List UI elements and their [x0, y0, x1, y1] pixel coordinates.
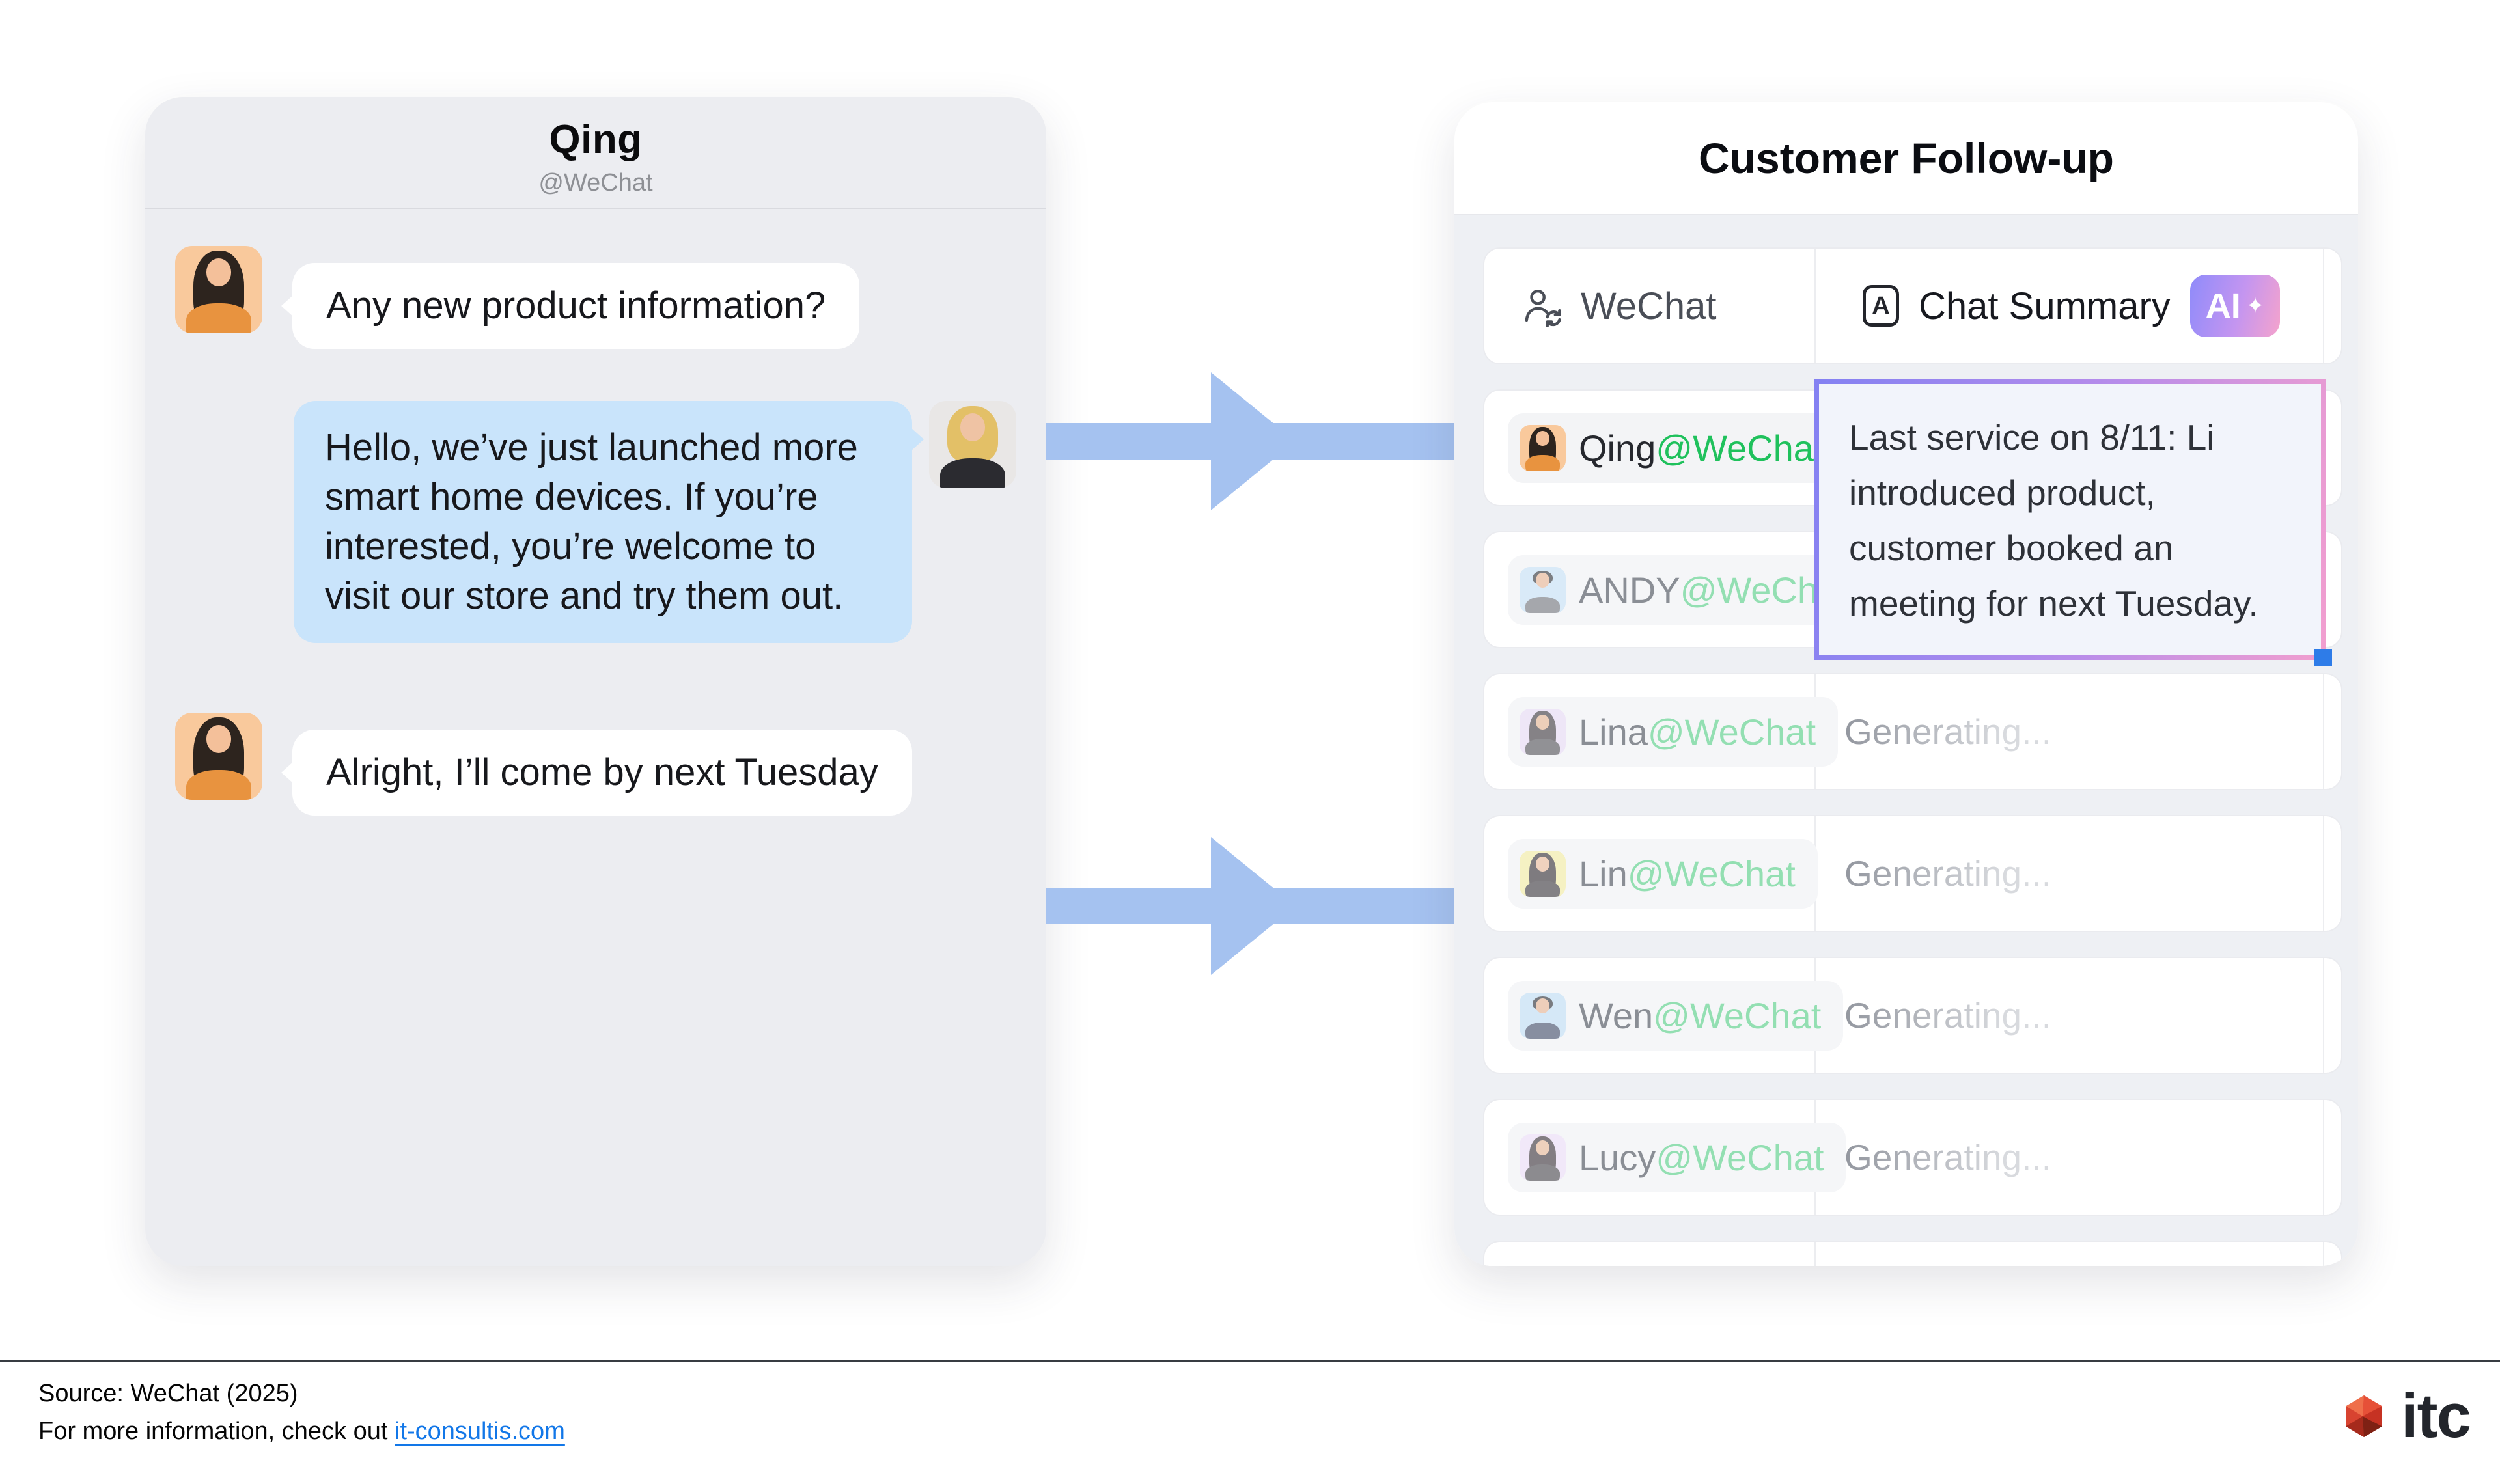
followup-title: Customer Follow-up — [1699, 134, 2114, 182]
column-header-label: Chat Summary — [1919, 284, 2171, 327]
contact-sync-icon — [1525, 289, 1561, 327]
column-header-chat-summary[interactable]: A Chat Summary AI ✦ — [1816, 249, 2324, 363]
generating-status: Generating... — [1816, 711, 2051, 752]
generating-status: Generating... — [1816, 995, 2051, 1036]
chat-message-incoming: Alright, I’ll come by next Tuesday — [175, 713, 1016, 816]
contact-name: Lina — [1579, 711, 1648, 752]
summary-text: Last service on 8/11: Li introduced prod… — [1849, 417, 2258, 624]
contact-handle: @WeChat — [1656, 427, 1824, 469]
contact-avatar — [1520, 566, 1566, 613]
table-row-lin[interactable]: Lin@WeChat Generating... — [1483, 815, 2342, 932]
summary-cell: Generating... — [1816, 958, 2324, 1073]
summary-cell: Generating... — [1816, 816, 2324, 931]
contact-handle: @WeChat — [1656, 1136, 1824, 1178]
contact-pill: ANDY@WeChat — [1508, 555, 1870, 625]
chat-header: Qing @WeChat — [145, 97, 1046, 209]
contact-pill: Lucy@WeChat — [1508, 1122, 1846, 1192]
flow-arrow-top — [1046, 372, 1454, 510]
contact-cell: Lucy@WeChat — [1484, 1100, 1846, 1215]
itc-logo: itc — [2342, 1381, 2471, 1451]
contact-cell: Lin@WeChat — [1484, 816, 1818, 931]
message-bubble: Hello, we’ve just launched more smart ho… — [294, 401, 924, 643]
contact-avatar — [1520, 1134, 1566, 1181]
contact-cell: Qing@WeChat — [1484, 391, 1846, 505]
column-header-label: WeChat — [1581, 284, 1717, 327]
contact-cell: ANDY@WeChat — [1484, 532, 1870, 647]
table-header-row: WeChat A Chat Summary AI ✦ — [1483, 247, 2342, 364]
table-row-lucy[interactable]: Lucy@WeChat Generating... — [1483, 1099, 2342, 1216]
contact-avatar — [1520, 708, 1566, 755]
itc-gem-icon — [2346, 1395, 2382, 1437]
followup-table: WeChat A Chat Summary AI ✦ — [1454, 215, 2358, 1266]
itc-logo-text: itc — [2401, 1381, 2471, 1451]
contact-cell: Wen@WeChat — [1484, 958, 1844, 1073]
it-consultis-link[interactable]: it-consultis.com — [395, 1418, 565, 1445]
footer-divider — [0, 1360, 2500, 1362]
summary-cell: Generating... — [1816, 674, 2324, 789]
contact-avatar — [1520, 992, 1566, 1039]
flow-arrow-bottom — [1046, 837, 1454, 975]
selected-summary-cell[interactable]: Last service on 8/11: Li introduced prod… — [1814, 379, 2332, 666]
table-row-wen[interactable]: Wen@WeChat Generating... — [1483, 957, 2342, 1074]
ai-badge-label: AI — [2205, 286, 2241, 325]
message-bubble: Any new product information? — [292, 263, 860, 349]
info-prefix: For more information, check out — [38, 1418, 395, 1445]
chat-message-incoming: Any new product information? — [175, 246, 1016, 349]
chat-message-list: Any new product information? Hello, we’v… — [145, 246, 1046, 816]
wechat-chat-panel: Qing @WeChat Any new product information… — [145, 97, 1046, 1266]
contact-name: Lucy — [1579, 1136, 1656, 1178]
contact-avatar — [1520, 850, 1566, 897]
contact-handle: @WeChat — [1627, 853, 1796, 894]
contact-avatar — [1520, 424, 1566, 471]
contact-pill: Qing@WeChat — [1508, 413, 1846, 483]
generating-status: Generating... — [1816, 1136, 2051, 1178]
contact-name: Qing — [1579, 427, 1656, 469]
letter-a-icon: A — [1863, 285, 1899, 327]
followup-panel: Customer Follow-up WeChat A — [1454, 102, 2358, 1266]
customer-avatar — [175, 713, 262, 800]
message-bubble: Alright, I’ll come by next Tuesday — [292, 730, 912, 816]
contact-pill: Lina@WeChat — [1508, 696, 1838, 767]
followup-header: Customer Follow-up — [1454, 102, 2358, 215]
contact-pill: Wen@WeChat — [1508, 980, 1844, 1051]
contact-name: Lin — [1579, 853, 1628, 894]
table-row-lina[interactable]: Lina@WeChat Generating... — [1483, 673, 2342, 790]
customer-avatar — [175, 246, 262, 333]
ai-badge: AI ✦ — [2189, 275, 2281, 337]
contact-pill: Lin@WeChat — [1508, 838, 1818, 909]
contact-name: Wen — [1579, 995, 1654, 1036]
chat-contact-name: Qing — [549, 117, 643, 162]
generating-status: Generating... — [1816, 853, 2051, 894]
contact-handle: @WeChat — [1653, 995, 1822, 1036]
sparkle-icon: ✦ — [2245, 294, 2265, 318]
clipped-column — [2324, 249, 2341, 363]
table-row-partial — [1483, 1241, 2342, 1266]
cell-fill-handle[interactable] — [2314, 649, 2332, 666]
chat-contact-handle: @WeChat — [538, 169, 653, 197]
contact-cell: Lina@WeChat — [1484, 674, 1838, 789]
contact-name: ANDY — [1579, 569, 1680, 611]
chat-message-outgoing: Hello, we’ve just launched more smart ho… — [175, 401, 1016, 643]
summary-cell: Generating... — [1816, 1100, 2324, 1215]
column-header-wechat[interactable]: WeChat — [1484, 249, 1816, 363]
info-note: For more information, check out it-consu… — [38, 1418, 565, 1446]
source-note: Source: WeChat (2025) — [38, 1380, 298, 1407]
contact-handle: @WeChat — [1647, 711, 1816, 752]
agent-avatar — [929, 401, 1016, 488]
